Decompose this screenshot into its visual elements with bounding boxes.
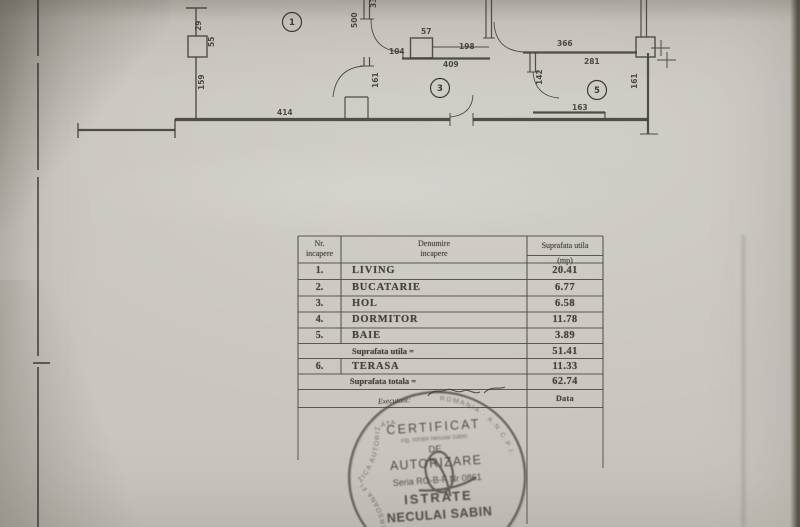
room-number: 5	[594, 86, 600, 96]
summary-value: 51.41	[552, 345, 578, 357]
room-name: BUCATARIE	[352, 281, 421, 293]
signature-over-stamp	[418, 450, 477, 497]
table-header-denumire: Denumire incapere	[341, 239, 527, 259]
room-name: BAIE	[352, 330, 381, 341]
room-area: 6.58	[555, 298, 575, 309]
stamp-name-line1: ISTRATE	[404, 488, 474, 508]
row-number: 6.	[315, 360, 324, 372]
row-number: 4.	[315, 314, 324, 325]
room-name: HOL	[352, 298, 378, 309]
column-symbol-middle	[409, 37, 434, 59]
dimension-label: 29	[194, 21, 203, 31]
room-name: DORMITOR	[352, 314, 419, 325]
room-number-circle	[281, 11, 303, 33]
summary-value: 62.74	[552, 376, 578, 387]
dimension-label: 500	[350, 12, 359, 28]
row-number: 2.	[315, 281, 324, 293]
room-number: 1	[289, 18, 295, 28]
column-symbol-right	[635, 36, 656, 58]
room-area: 6.77	[555, 281, 575, 293]
header-den-line2: incapere	[420, 249, 448, 258]
row-number: 5.	[315, 330, 324, 341]
dimension-label: 142	[535, 69, 544, 85]
dimension-label: 161	[371, 72, 380, 88]
room-area: 3.89	[555, 330, 575, 341]
dimension-label: 198	[459, 42, 475, 51]
dimension-label: 409	[443, 60, 459, 69]
executant-label: Executant:	[377, 394, 411, 406]
stamp-de: DE	[428, 444, 442, 456]
room-number: 3	[437, 84, 443, 94]
dimension-label: 159	[197, 74, 206, 90]
summary-label: Suprafata utila =	[352, 345, 414, 356]
dimension-label: 55	[207, 37, 216, 47]
row-number: 3.	[315, 298, 324, 309]
data-column-label: Data	[555, 393, 575, 403]
stamp-subtext: ing. Istrate Neculai Sabin	[401, 434, 468, 445]
room-area: 20.41	[552, 265, 578, 276]
stamp-name-line2: NECULAI SABIN	[386, 504, 492, 525]
row-number: 1.	[315, 265, 324, 276]
executant-signature	[427, 386, 506, 397]
dimension-label: 281	[584, 57, 600, 66]
stamp-series: Seria RO-B-F Nr 0861	[392, 472, 482, 488]
summary-label: Suprafata totala =	[349, 376, 417, 386]
room-name: LIVING	[352, 265, 396, 276]
stamp-title: CERTIFICAT	[386, 417, 481, 438]
dimension-label: 33	[369, 0, 378, 8]
window-symbol-left	[187, 35, 208, 58]
room-number-circle	[429, 77, 451, 99]
dimension-label: 57	[421, 27, 431, 36]
room-number-circle	[586, 79, 608, 101]
header-den-line1: Denumire	[418, 239, 450, 248]
dimension-label: 414	[277, 108, 293, 117]
room-area: 11.78	[552, 314, 578, 325]
room-number-markers: 1 3 5	[281, 11, 608, 101]
table-header-mp: (mp)	[557, 256, 573, 265]
room-name: TERASA	[352, 360, 400, 372]
stamp-border	[347, 390, 527, 527]
door-arcs	[332, 18, 560, 118]
dimension-label: 161	[630, 73, 639, 89]
table-header-nr: Nr. incapere	[298, 239, 341, 259]
dimension-label: 104	[389, 47, 405, 56]
stamp-border-smudge	[350, 392, 528, 527]
sheet-frame-line	[33, 0, 50, 527]
dimension-label: 366	[557, 39, 573, 48]
header-nr-line1: Nr.	[314, 239, 325, 248]
room-area: 11.33	[552, 360, 578, 372]
header-nr-line2: incapere	[305, 249, 334, 258]
dimension-label: 163	[572, 103, 588, 112]
table-header-suprafata: Suprafata utila	[541, 241, 589, 250]
